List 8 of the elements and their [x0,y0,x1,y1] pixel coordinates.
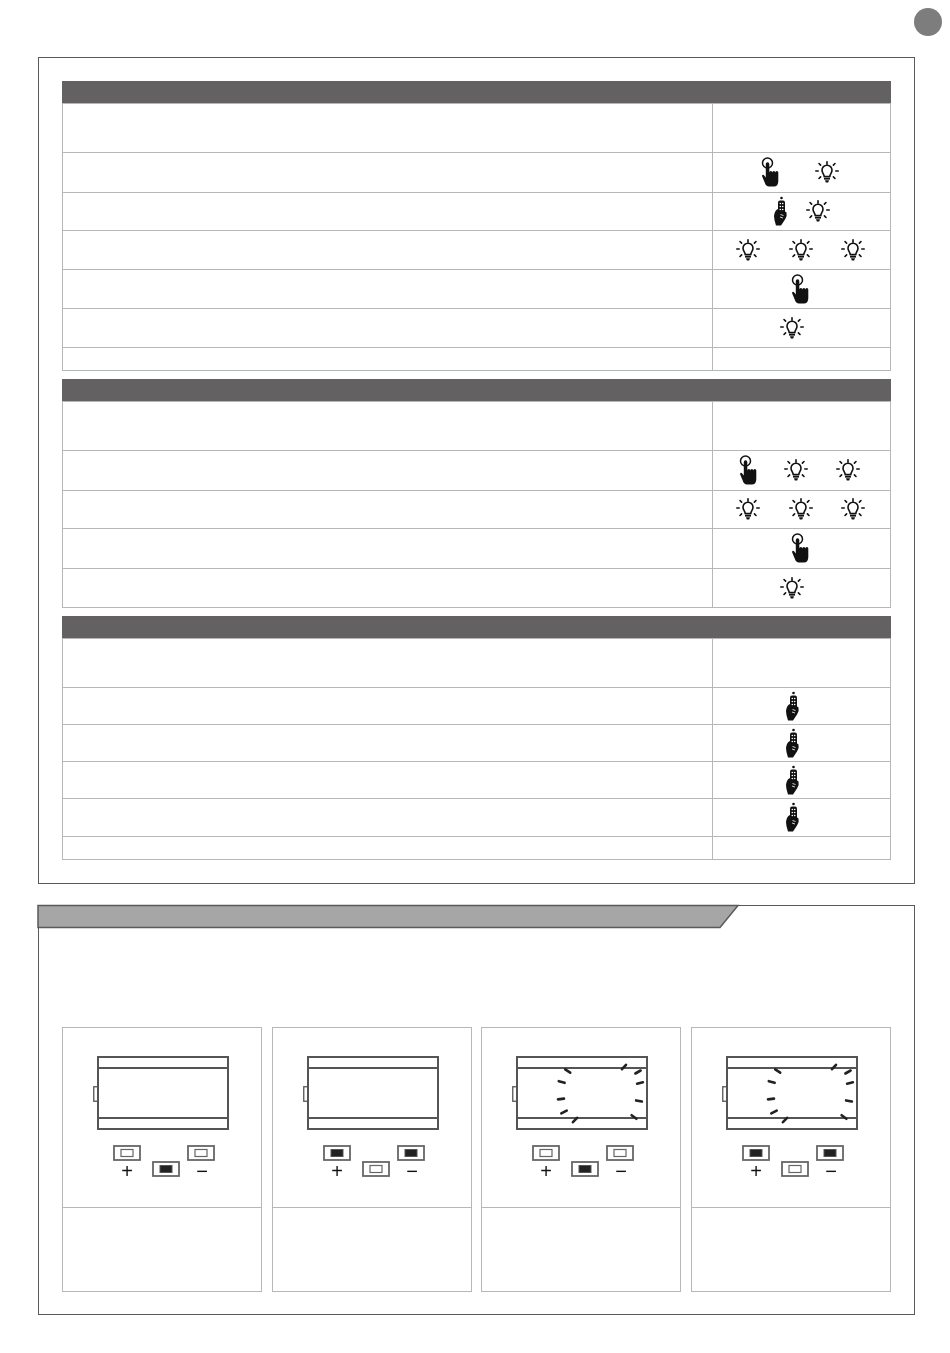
button-label: + [749,1161,763,1181]
button-label: + [330,1161,344,1181]
button-label: − [195,1161,209,1181]
button-label: − [614,1161,628,1181]
button-label: − [405,1161,419,1181]
button-label: + [120,1161,134,1181]
button-label: + [539,1161,553,1181]
button-label: − [824,1161,838,1181]
